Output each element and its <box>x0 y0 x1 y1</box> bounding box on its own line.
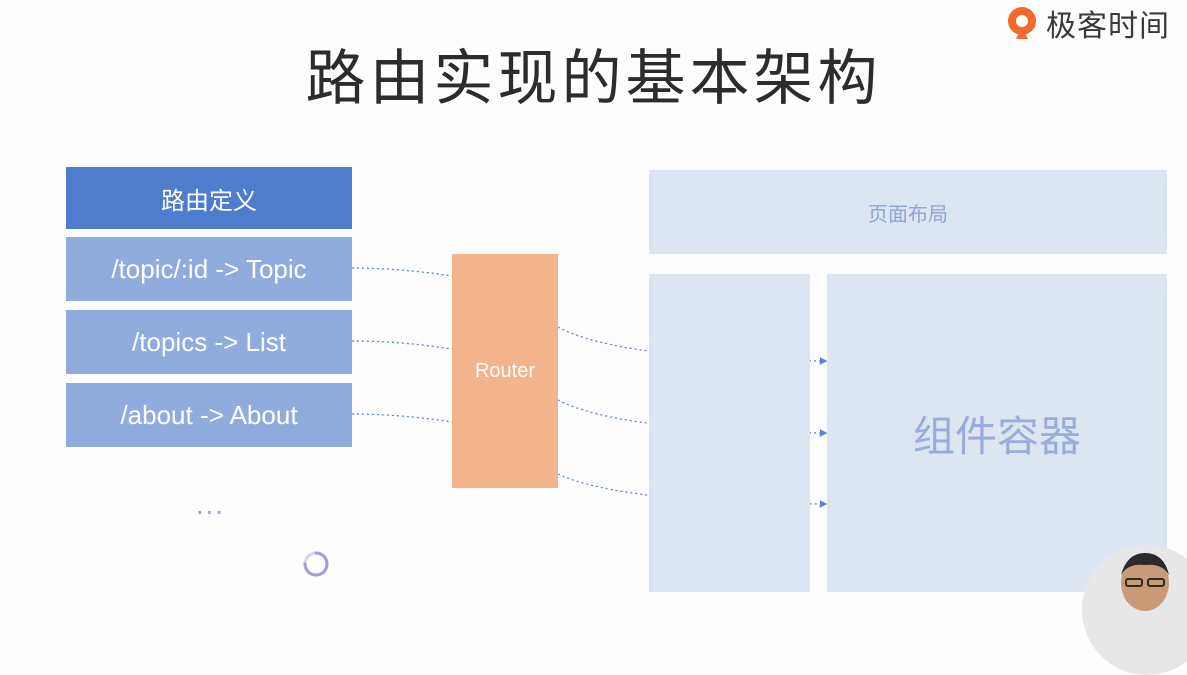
page-layout-box: 页面布局 <box>649 170 1167 254</box>
router-box: Router <box>452 254 558 488</box>
brand-logo: 极客时间 <box>1004 0 1187 46</box>
layout-sidebar-box <box>649 274 810 592</box>
route-item: /about -> About <box>66 383 352 447</box>
geektime-logo-icon <box>1008 7 1036 39</box>
route-definition-header: 路由定义 <box>66 167 352 229</box>
page-title: 路由实现的基本架构 <box>305 44 882 114</box>
component-container-box: 组件容器 <box>827 274 1167 592</box>
presenter-face-icon <box>1121 553 1169 611</box>
brand-name: 极客时间 <box>1046 9 1170 44</box>
route-to-router-line <box>351 340 453 350</box>
more-routes-ellipsis: ... <box>196 492 225 520</box>
loading-spinner-icon <box>303 551 329 577</box>
route-item: /topics -> List <box>66 310 352 374</box>
route-to-router-line <box>351 413 453 423</box>
route-item: /topic/:id -> Topic <box>66 237 352 301</box>
route-to-router-line <box>351 267 453 277</box>
